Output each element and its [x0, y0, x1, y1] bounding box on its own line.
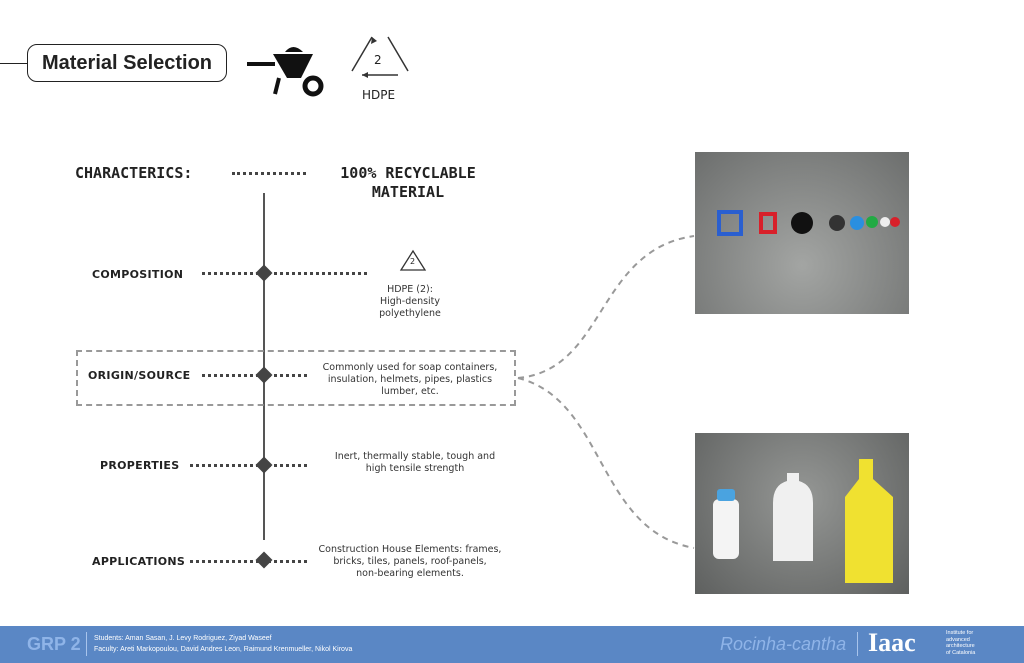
bottles-photo — [695, 433, 909, 594]
dashed-curves — [517, 235, 695, 549]
divider — [86, 632, 87, 656]
row-label-properties: PROPERTIES — [100, 459, 180, 472]
dotted-connector — [190, 560, 307, 563]
highlight-box — [76, 350, 516, 406]
row-label-applications: APPLICATIONS — [92, 555, 186, 568]
dotted-connector — [202, 272, 367, 275]
recycle-number: 2 — [374, 53, 382, 67]
wheelbarrow-icon — [247, 47, 324, 97]
dotted-connector — [202, 374, 307, 377]
iaac-logo: Iaac — [868, 628, 916, 657]
timeline-line — [263, 193, 265, 540]
institute-line: architecture — [946, 643, 975, 649]
desc-line: Commonly used for soap containers, — [322, 362, 498, 373]
diamond-marker — [255, 551, 273, 569]
desc-line: insulation, helmets, pipes, plastics — [327, 374, 493, 385]
desc-line: non-bearing elements. — [356, 568, 464, 579]
desc-line: Construction House Elements: frames, — [318, 544, 502, 555]
desc-line: Inert, thermally stable, tough and — [334, 451, 496, 462]
group-label: GRP 2 — [27, 634, 81, 654]
faculty: Faculty: Areti Markopoulou, David Andres… — [94, 646, 353, 653]
dotted-connector — [232, 172, 306, 175]
institute-line: of Catalonia — [946, 649, 976, 656]
value-line: MATERIAL — [371, 183, 445, 201]
diamond-marker — [255, 264, 273, 282]
header-rule — [0, 63, 28, 64]
row-label-composition: COMPOSITION — [92, 268, 184, 281]
desc-line: lumber, etc. — [381, 386, 439, 397]
recycle-icon — [351, 36, 409, 78]
project-name: Rocinha-cantha — [720, 634, 847, 654]
dotted-connector — [190, 464, 307, 467]
characteristics-label: CHARACTERICS: — [75, 164, 193, 182]
recycle-number: 2 — [410, 257, 416, 266]
page-title: Material Selection — [27, 44, 227, 82]
recycle-label: HDPE — [362, 88, 396, 102]
desc-line: High-density — [379, 296, 441, 307]
credits: Students: Aman Sasan, J. Levy Rodriguez,… — [94, 633, 352, 655]
desc-line: high tensile strength — [365, 463, 465, 474]
students: Students: Aman Sasan, J. Levy Rodriguez,… — [94, 635, 272, 642]
desc-line: polyethylene — [379, 308, 441, 319]
desc-line: HDPE (2): — [387, 284, 433, 295]
recycle-icon — [399, 249, 427, 271]
row-label-origin: ORIGIN/SOURCE — [88, 369, 191, 382]
diamond-marker — [255, 456, 273, 474]
institute-line: Institute for — [946, 630, 974, 636]
institute-line: advanced — [946, 636, 970, 643]
footer: GRP 2 Students: Aman Sasan, J. Levy Rodr… — [0, 626, 1024, 663]
caps-photo — [695, 152, 909, 314]
row-desc: Construction House Elements: frames,bric… — [310, 544, 510, 580]
row-desc: Commonly used for soap containers,insula… — [310, 362, 510, 398]
divider — [857, 632, 858, 656]
value-line: 100% RECYCLABLE — [340, 164, 476, 182]
desc-line: bricks, tiles, panels, roof-panels, — [333, 556, 487, 567]
